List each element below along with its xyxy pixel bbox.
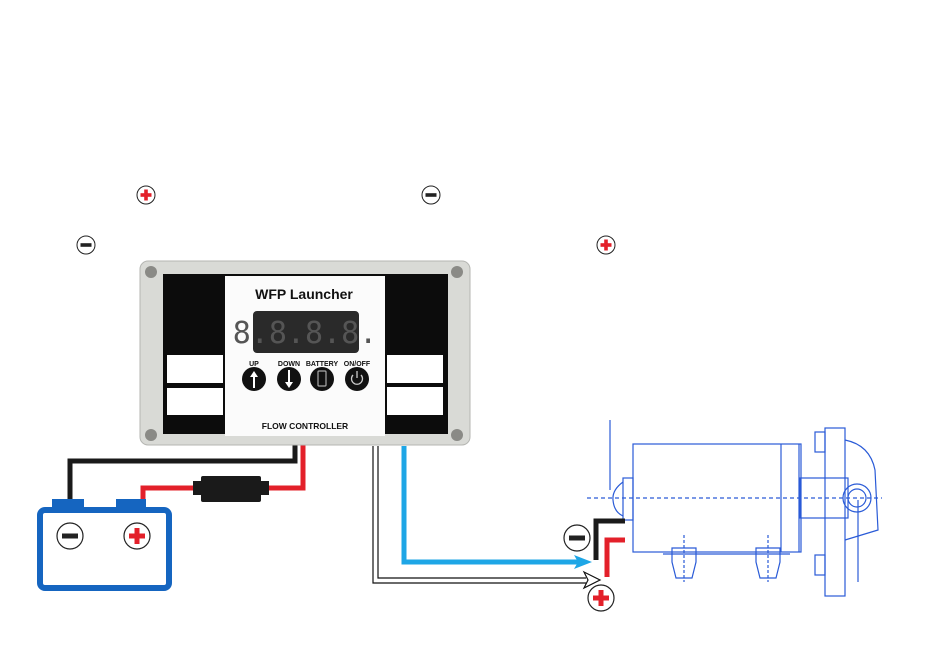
- power-button[interactable]: [345, 367, 369, 391]
- screw-icon: [451, 429, 463, 441]
- battery-positive-icon: [123, 522, 151, 550]
- brand-logo: WFP Launcher: [255, 286, 353, 302]
- flow-controller-label: FLOW CONTROLLER: [262, 421, 348, 431]
- positive-symbol-icon: [136, 185, 156, 205]
- display-value: 8.8.8.8.: [233, 316, 378, 351]
- up-button[interactable]: [242, 367, 266, 391]
- negative-symbol-icon: [421, 185, 441, 205]
- screw-icon: [145, 266, 157, 278]
- screw-icon: [145, 429, 157, 441]
- pump-negative-wire: [593, 518, 625, 560]
- positive-symbol-icon: [596, 235, 616, 255]
- power-icon: [350, 371, 364, 385]
- down-label: DOWN: [278, 361, 300, 368]
- control-wire: [372, 446, 602, 590]
- pump: [587, 420, 882, 597]
- signal-wire: [401, 446, 578, 565]
- flow-controller: WFP Launcher 8.8.8.8. UP DOWN BATTERY ON…: [139, 260, 471, 446]
- down-button[interactable]: [277, 367, 301, 391]
- inline-fuse: [193, 476, 269, 502]
- signal-arrow-icon: [574, 555, 592, 569]
- onoff-label: ON/OFF: [344, 361, 371, 368]
- arrow-up-icon: [250, 371, 258, 388]
- battery-label: BATTERY: [306, 361, 339, 368]
- negative-wire: [67, 444, 298, 502]
- battery-icon: [317, 370, 327, 387]
- up-label: UP: [249, 361, 259, 368]
- arrow-down-icon: [285, 370, 293, 388]
- battery-button[interactable]: [310, 367, 334, 391]
- led-display: [253, 311, 359, 353]
- negative-symbol-icon: [76, 235, 96, 255]
- pump-positive-wire: [604, 537, 625, 577]
- pump-negative-icon: [563, 524, 591, 552]
- battery-negative-icon: [56, 522, 84, 550]
- screw-icon: [451, 266, 463, 278]
- pump-positive-icon: [587, 584, 615, 612]
- battery: [37, 499, 172, 591]
